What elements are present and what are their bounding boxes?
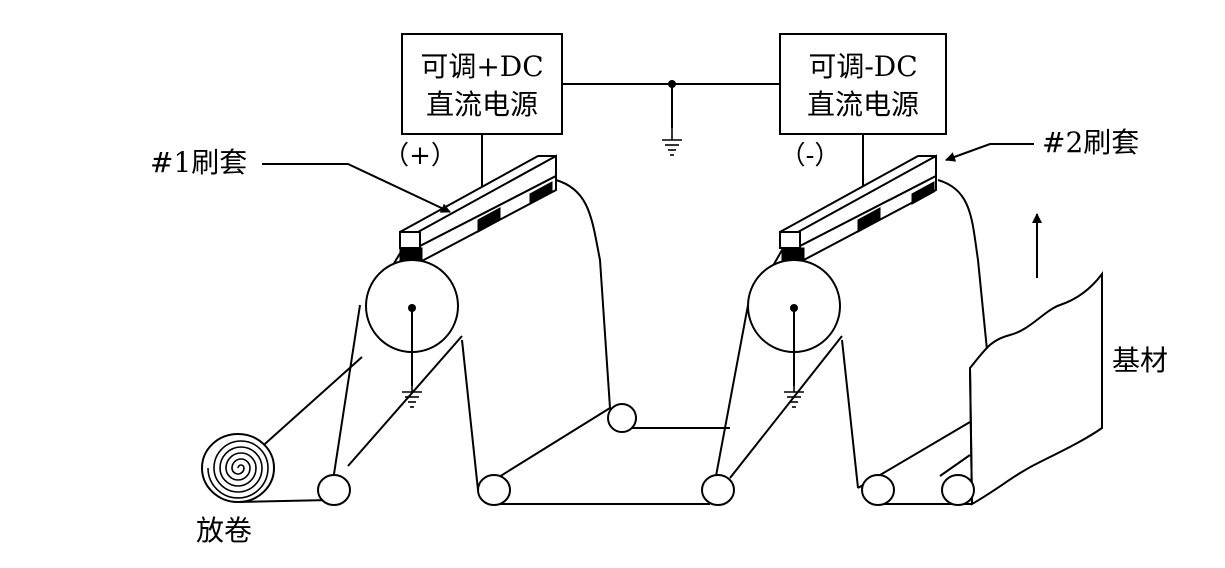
- ground-icon: [661, 127, 683, 156]
- main-roller-2: [747, 259, 841, 408]
- idler-roller: [941, 474, 975, 506]
- negative-supply-line1: 可调-DC: [808, 50, 917, 83]
- idler-rollers: [317, 403, 975, 506]
- spiral-roll-icon: [207, 440, 269, 499]
- positive-supply-line2: 直流电源: [426, 88, 538, 121]
- brush1-callout: #1刷套: [150, 146, 451, 213]
- idler-roller: [861, 474, 895, 506]
- unwind-label: 放卷: [196, 514, 252, 547]
- common-ground-wire: [562, 80, 780, 156]
- positive-power-supply: 可调+DC 直流电源 （+）: [383, 33, 563, 171]
- brush2-callout: #2刷套: [945, 126, 1139, 162]
- negative-polarity-label: （-）: [780, 141, 841, 171]
- positive-supply-line1: 可调+DC: [420, 50, 543, 83]
- main-roller-1: [365, 259, 459, 408]
- negative-supply-box: [779, 33, 947, 135]
- brush1-label: #1刷套: [150, 146, 247, 179]
- idler-roller: [317, 474, 351, 506]
- negative-power-supply: 可调-DC 直流电源 （-）: [779, 33, 947, 171]
- idler-roller: [701, 474, 735, 506]
- brush-1: [399, 154, 557, 264]
- positive-polarity-label: （+）: [383, 141, 457, 171]
- negative-supply-line2: 直流电源: [807, 88, 919, 121]
- ground-icon: [783, 379, 805, 408]
- idler-roller: [477, 474, 511, 506]
- substrate-label: 基材: [1112, 344, 1168, 377]
- unwind-roll: [201, 356, 363, 503]
- idler-roller: [607, 403, 637, 433]
- brush2-label: #2刷套: [1042, 126, 1139, 159]
- brush-2: [779, 154, 937, 264]
- substrate-sheet: [968, 271, 1103, 506]
- positive-supply-box: [401, 33, 563, 135]
